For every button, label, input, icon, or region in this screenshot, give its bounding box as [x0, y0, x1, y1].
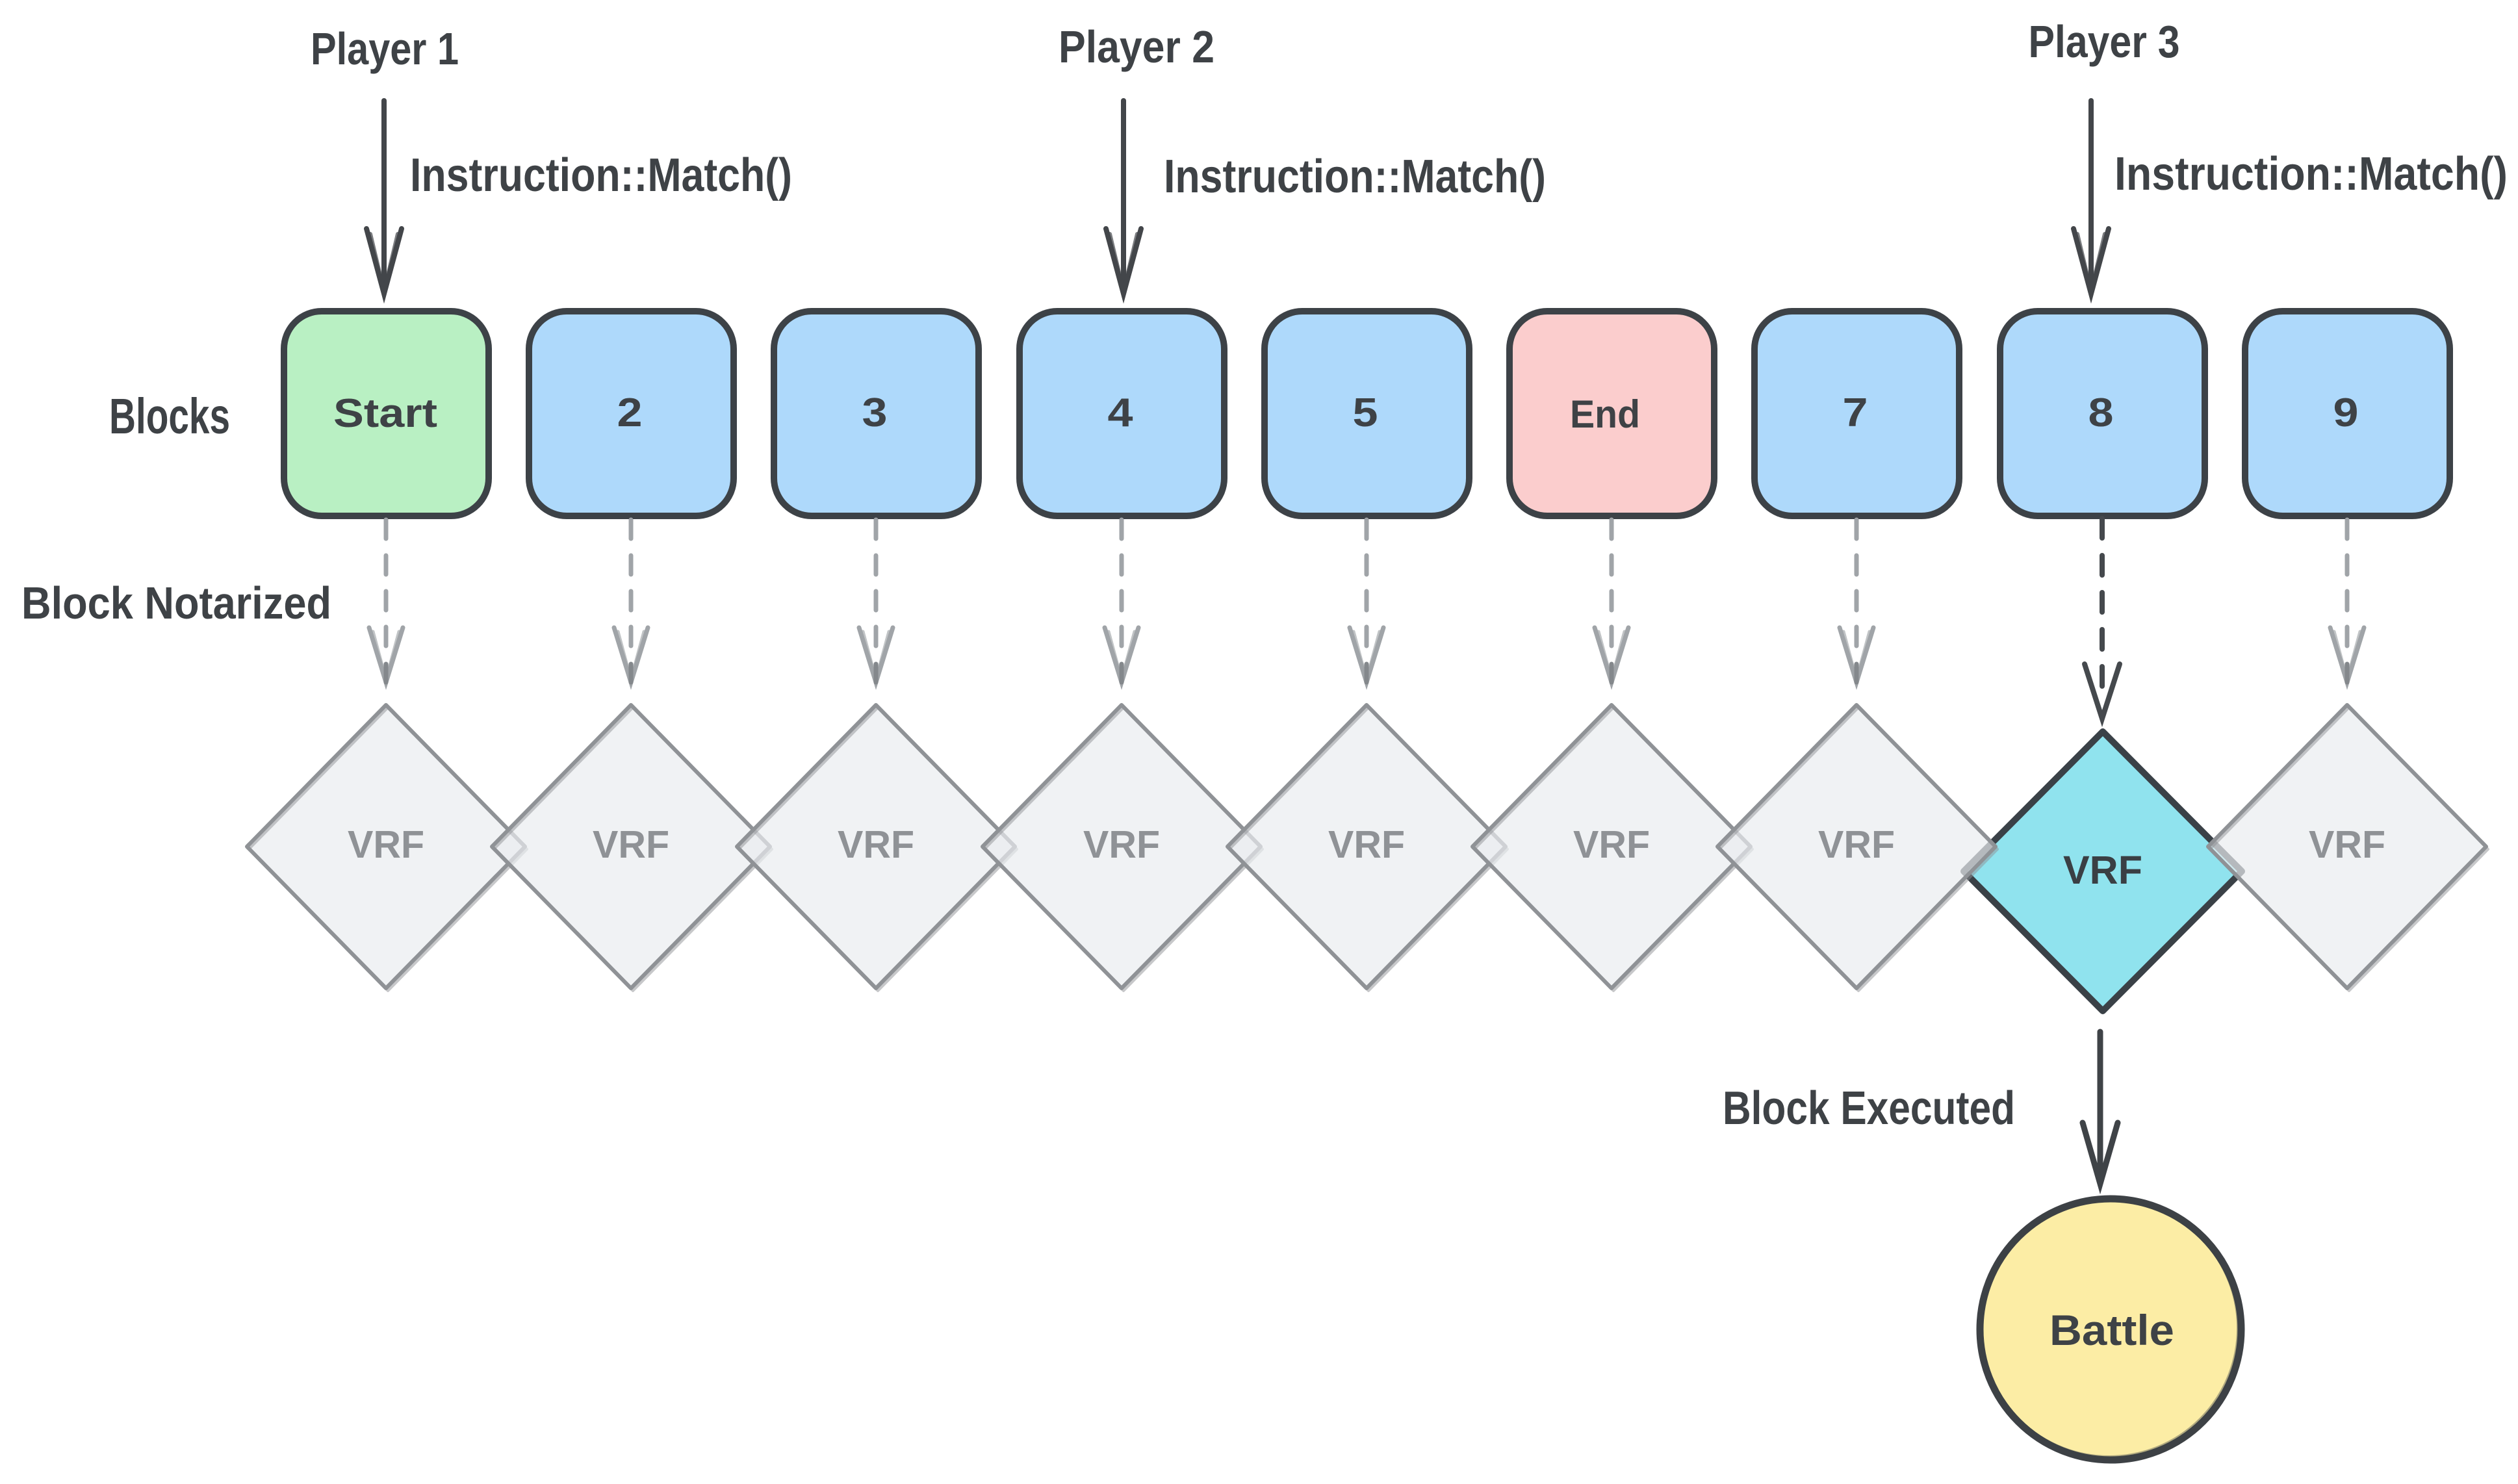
svg-text:7: 7 — [1843, 390, 1868, 435]
svg-text:3: 3 — [862, 390, 888, 435]
svg-text:VRF: VRF — [1083, 823, 1160, 866]
svg-text:Instruction::Match(): Instruction::Match() — [2114, 148, 2508, 200]
svg-text:9: 9 — [2333, 390, 2359, 435]
svg-text:VRF: VRF — [838, 823, 914, 866]
svg-text:4: 4 — [1108, 390, 1134, 435]
svg-text:Block Executed: Block Executed — [1723, 1082, 2015, 1134]
svg-text:Player 2: Player 2 — [1059, 21, 1214, 72]
svg-text:Blocks: Blocks — [109, 389, 230, 444]
svg-text:Start: Start — [333, 391, 437, 436]
svg-text:End: End — [1570, 392, 1640, 436]
svg-text:VRF: VRF — [1573, 823, 1650, 866]
svg-text:2: 2 — [617, 390, 643, 435]
svg-text:5: 5 — [1353, 390, 1378, 435]
svg-text:Player 1: Player 1 — [311, 23, 459, 74]
svg-text:8: 8 — [2088, 390, 2114, 435]
svg-text:Instruction::Match(): Instruction::Match() — [410, 149, 792, 201]
svg-text:Battle: Battle — [2049, 1306, 2174, 1354]
svg-text:VRF: VRF — [593, 823, 669, 866]
svg-text:VRF: VRF — [348, 823, 424, 866]
svg-text:VRF: VRF — [2309, 823, 2385, 866]
svg-text:Instruction::Match(): Instruction::Match() — [1164, 151, 1546, 203]
svg-text:Block Notarized: Block Notarized — [21, 578, 331, 628]
svg-text:VRF: VRF — [2063, 848, 2142, 892]
svg-text:VRF: VRF — [1818, 823, 1895, 866]
svg-text:VRF: VRF — [1328, 823, 1405, 866]
svg-text:Player 3: Player 3 — [2029, 16, 2180, 67]
